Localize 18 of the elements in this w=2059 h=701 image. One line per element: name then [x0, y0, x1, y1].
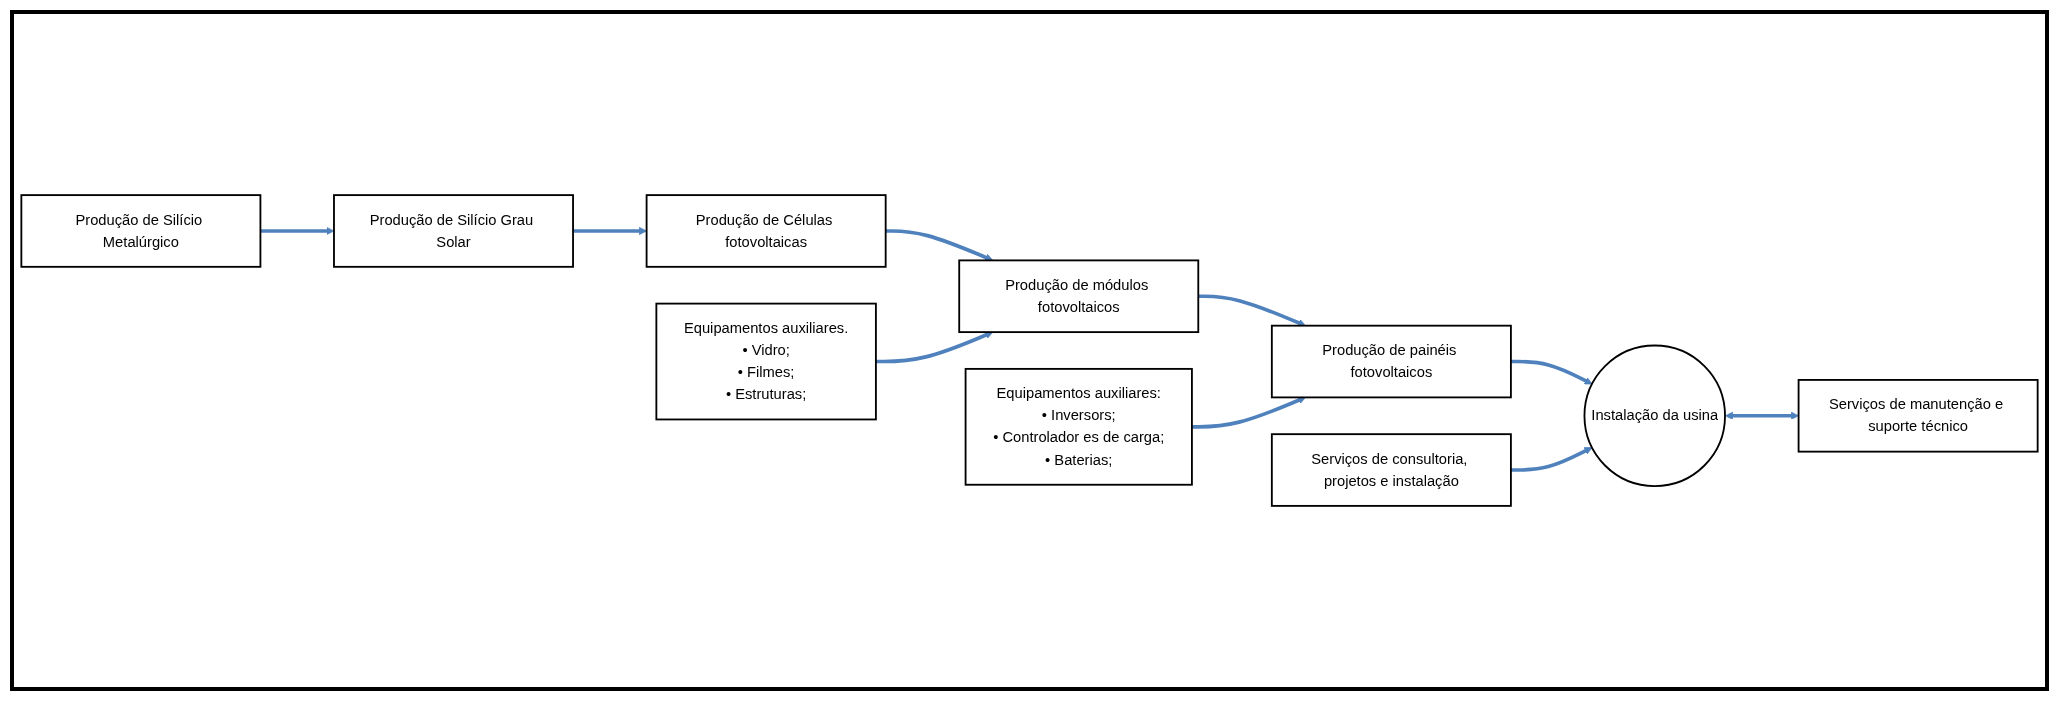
- arrow: [1510, 447, 1593, 472]
- node-box: Serviços de manutenção e suporte técnico: [1797, 379, 2039, 453]
- node-box: Produção de módulos fotovoltaicos: [958, 259, 1200, 334]
- arrow: [1198, 294, 1306, 327]
- node-box: Produção de painéis fotovoltaicos: [1270, 324, 1512, 399]
- node-circle: Instalação da usina: [1583, 344, 1726, 487]
- node-box: Produção de Silício Grau Solar: [333, 194, 574, 268]
- node-box: Produção de Silício Metalúrgico: [20, 194, 262, 268]
- arrow: [1725, 411, 1799, 420]
- arrow: [1510, 359, 1593, 385]
- node-box: Produção de Células fotovoltaicas: [645, 194, 887, 268]
- arrow: [1191, 396, 1306, 429]
- node-box: Equipamentos auxiliares: • Inversors; • Controlador es de carga; • Baterias;: [964, 367, 1193, 486]
- arrow: [875, 331, 994, 364]
- node-box: Serviços de consultoria, projetos e instalação: [1270, 433, 1512, 507]
- arrow: [885, 229, 994, 262]
- node-box: Equipamentos auxiliares. • Vidro; • Filmes; • Estruturas;: [655, 302, 877, 421]
- arrow: [573, 226, 647, 235]
